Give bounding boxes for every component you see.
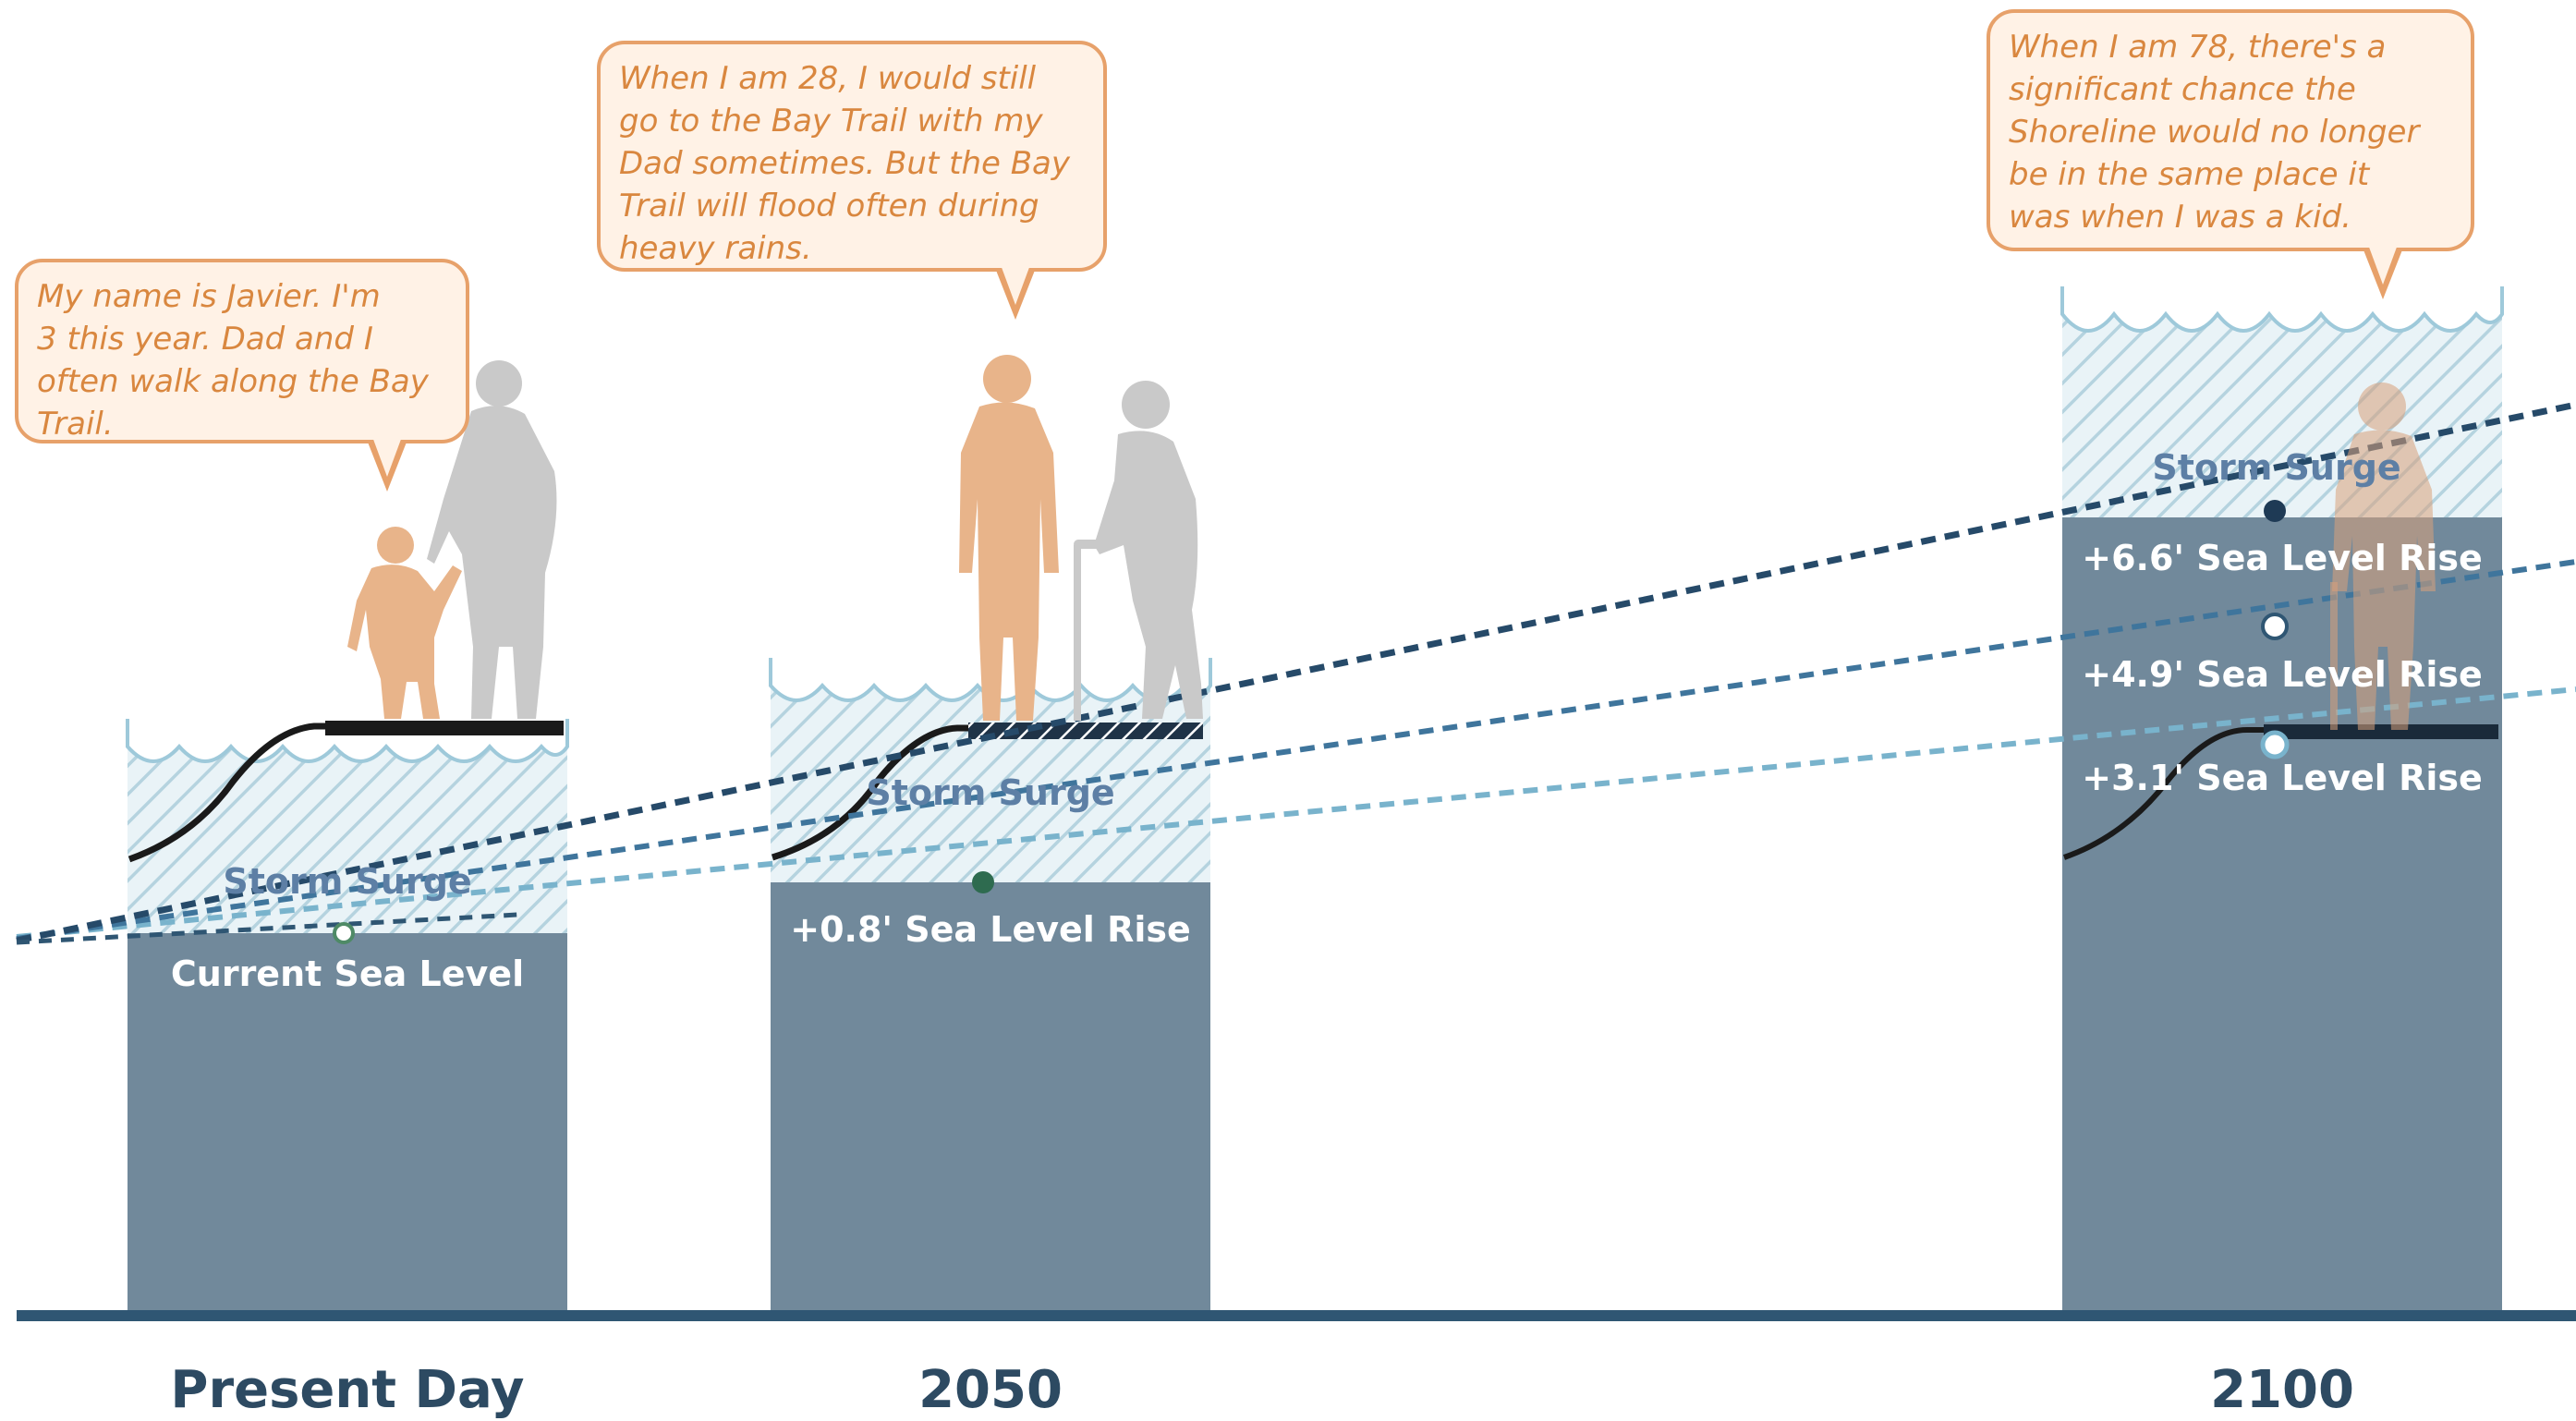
elderly-javier-figure: [2332, 383, 2436, 730]
panel-present-day: [126, 719, 569, 1312]
speech-bubble-tail-fill: [2367, 242, 2399, 285]
speech-bubble-tail-fill: [1000, 262, 1031, 305]
flooded-bay-trail: [968, 723, 1203, 739]
speech-bubble-tail-fill: [371, 434, 403, 477]
water-wave-icon: [2060, 286, 2504, 333]
submerged-bay-trail: [2264, 724, 2498, 739]
water-wave-icon: [126, 719, 569, 763]
sea-level-rise-water: [2062, 517, 2502, 1312]
speech-bubble-present-day: My name is Javier. I'm 3 this year. Dad …: [15, 259, 469, 443]
trend-line-6-6ft: [16, 401, 2576, 944]
era-label-2050: 2050: [918, 1360, 1063, 1420]
sea-level-3-1ft-marker: [2260, 730, 2290, 759]
father-figure: [427, 360, 557, 719]
speech-text-2050: When I am 28, I would still go to the Ba…: [619, 60, 1071, 267]
cane-icon: [2330, 582, 2338, 730]
speech-text-present-day: My name is Javier. I'm 3 this year. Dad …: [37, 278, 429, 443]
storm-surge-zone: [128, 747, 567, 933]
trend-line-3-1ft: [16, 686, 2576, 940]
storm-surge-label: Storm Surge: [866, 772, 1115, 813]
cane-icon: [1074, 545, 1081, 721]
era-label-present-day: Present Day: [170, 1360, 525, 1420]
panel-2100: [2060, 286, 2504, 1312]
bay-trail-path: [325, 721, 564, 735]
sea-level-6-6ft-marker: [2264, 500, 2286, 522]
elderly-father-figure: [1094, 381, 1203, 719]
storm-surge-label: Storm Surge: [223, 861, 472, 902]
sea-level-rise-3-1ft-label: +3.1' Sea Level Rise: [2082, 758, 2483, 798]
shoreline-profile: [771, 724, 979, 861]
sea-level-rise-6-6ft-label: +6.6' Sea Level Rise: [2082, 538, 2483, 578]
current-sea-level-label: Current Sea Level: [170, 953, 525, 994]
sea-level-trend-lines: [16, 401, 2576, 945]
trend-line-current: [16, 912, 518, 945]
ground-baseline: [17, 1310, 2576, 1321]
cane-handle: [1074, 540, 1105, 549]
sea-level-2050-marker: [972, 871, 994, 893]
current-sea-level-water: [128, 933, 567, 1312]
storm-surge-label: Storm Surge: [2152, 447, 2401, 488]
shoreline-profile: [128, 723, 334, 863]
speech-text-2100: When I am 78, there's a significant chan…: [2009, 29, 2420, 236]
child-figure: [347, 527, 462, 719]
sea-level-rise-4-9ft-label: +4.9' Sea Level Rise: [2082, 654, 2483, 695]
adult-figure: [959, 355, 1059, 721]
current-sea-level-marker: [333, 922, 355, 944]
sea-level-rise-label: +0.8' Sea Level Rise: [790, 909, 1191, 950]
speech-bubble-2050: When I am 28, I would still go to the Ba…: [597, 41, 1107, 272]
panel-2050: [769, 658, 1212, 1312]
speech-bubble-2100: When I am 78, there's a significant chan…: [1987, 9, 2474, 251]
sea-level-rise-water: [771, 882, 1210, 1312]
era-label-2100: 2100: [2210, 1360, 2354, 1420]
submerged-shoreline-profile: [2063, 727, 2273, 860]
sea-level-4-9ft-marker: [2261, 613, 2289, 640]
